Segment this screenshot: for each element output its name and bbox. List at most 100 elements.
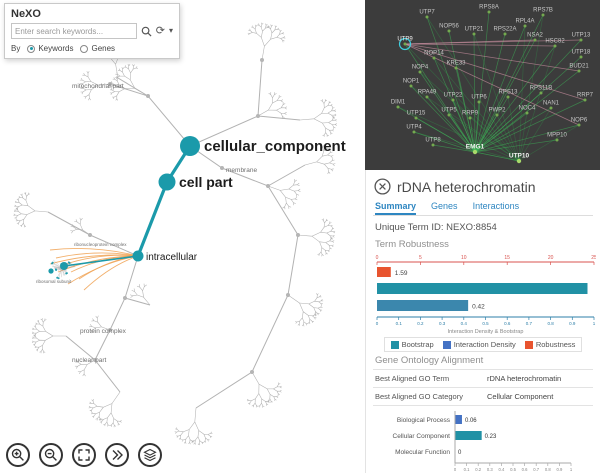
tree-branch-label: protein complex [80, 328, 127, 335]
radio-genes[interactable]: Genes [80, 44, 115, 53]
svg-text:0.2: 0.2 [417, 321, 424, 326]
svg-text:Interaction Density & Bootstra: Interaction Density & Bootstrap [448, 329, 524, 335]
svg-text:0.1: 0.1 [396, 321, 403, 326]
gene-node-NOP56[interactable] [447, 29, 451, 33]
gene-label: RPA49 [418, 90, 437, 96]
gene-label: HSC82 [545, 39, 565, 45]
legend-item-bootstrap: Bootstrap [390, 340, 434, 349]
close-icon[interactable] [374, 178, 391, 195]
gene-node-KRE33[interactable] [454, 66, 458, 70]
tree-node-cell part[interactable] [158, 173, 176, 191]
svg-text:Molecular Function: Molecular Function [395, 449, 450, 456]
gene-label: DIM1 [391, 100, 406, 106]
gene-node-UTP7[interactable] [425, 15, 429, 19]
tab-summary[interactable]: Summary [375, 201, 417, 215]
gene-node-UTP8[interactable] [431, 143, 435, 147]
tab-interactions[interactable]: Interactions [472, 201, 520, 211]
term-robustness-chart: 05101520251.590.4200.10.20.30.40.50.60.7… [376, 255, 596, 335]
svg-text:10: 10 [461, 255, 467, 261]
gene-node-UTP18[interactable] [579, 55, 583, 59]
gene-node-RPA49[interactable] [425, 95, 429, 99]
tree-branch-label: ribosomal subunit [36, 279, 72, 284]
details-tabs: Summary Genes Interactions [373, 201, 593, 216]
gene-label: UTP6 [471, 95, 487, 101]
gene-node-RPS8A[interactable] [487, 10, 491, 14]
legend-swatch [442, 340, 451, 349]
gene-node-HSC82[interactable] [553, 44, 557, 48]
gene-label: RRP7 [577, 93, 594, 99]
search-input[interactable] [11, 23, 137, 39]
gene-node-NOP1[interactable] [409, 84, 413, 88]
tree-node-cellular_component[interactable] [180, 136, 200, 156]
gene-node-UTP22[interactable] [451, 98, 455, 102]
gene-node-UTP13[interactable] [579, 38, 583, 42]
go-category-label: Best Aligned GO Category [375, 392, 463, 401]
gene-label: RPS7B [533, 8, 553, 14]
gene-node-NAN1[interactable] [549, 106, 553, 110]
gene-node-RRP7[interactable] [583, 98, 587, 102]
gene-node-RPS13[interactable] [506, 95, 510, 99]
gene-node-UTP5[interactable] [447, 113, 451, 117]
svg-text:15: 15 [504, 255, 510, 261]
zoom-in-button[interactable] [6, 443, 30, 467]
svg-text:0.5: 0.5 [510, 467, 516, 472]
gene-label: UTP21 [465, 27, 484, 33]
gene-label: RPS8A [479, 5, 499, 11]
unique-term-id: Unique Term ID: NEXO:8854 [375, 222, 591, 233]
gene-node-UTP10[interactable] [516, 158, 522, 164]
radio-keywords-label: Keywords [38, 44, 74, 53]
gene-node-RPS7B[interactable] [541, 13, 545, 17]
gene-node-NOP14[interactable] [432, 56, 436, 60]
layers-button[interactable] [138, 443, 162, 467]
gene-node-BUD21[interactable] [577, 69, 581, 73]
svg-text:0: 0 [376, 255, 379, 261]
caret-down-icon[interactable]: ▾ [168, 26, 173, 35]
radio-keywords-dot[interactable] [27, 44, 36, 53]
gene-node-UTP15[interactable] [414, 116, 418, 120]
gene-node-RPL4A[interactable] [523, 24, 527, 28]
svg-text:0.9: 0.9 [569, 321, 576, 326]
gene-node-EMG1[interactable] [472, 149, 478, 155]
svg-text:0.42: 0.42 [472, 304, 485, 311]
go-category-value: Cellular Component [487, 392, 554, 401]
gene-node-RPS11B[interactable] [539, 91, 543, 95]
fit-to-screen-button[interactable] [72, 443, 96, 467]
radio-genes-label: Genes [91, 44, 116, 53]
gene-node-RPS22A[interactable] [503, 32, 507, 36]
radio-genes-dot[interactable] [80, 44, 89, 53]
zoom-out-button[interactable] [39, 443, 63, 467]
gene-node-NOC4[interactable] [525, 111, 529, 115]
gene-label: RRP9 [462, 111, 479, 117]
gene-label: NOP6 [571, 118, 588, 124]
gene-node-UTP9[interactable] [403, 42, 407, 46]
gene-node-NSA2[interactable] [533, 38, 537, 42]
svg-text:0: 0 [458, 450, 462, 456]
svg-text:Cellular Component: Cellular Component [393, 433, 451, 440]
gene-node-UTP6[interactable] [477, 100, 481, 104]
radio-keywords[interactable]: Keywords [27, 44, 73, 53]
section-term-robustness: Term Robustness [375, 239, 449, 250]
search-icon[interactable] [141, 26, 152, 37]
gene-node-NOP4[interactable] [418, 70, 422, 74]
gene-node-UTP4[interactable] [412, 130, 416, 134]
gene-node-NOP6[interactable] [577, 123, 581, 127]
svg-text:0.6: 0.6 [504, 321, 511, 326]
gene-node-DIM1[interactable] [396, 105, 400, 109]
gene-node-UTP21[interactable] [472, 32, 476, 36]
gene-node-MPP10[interactable] [555, 138, 559, 142]
svg-text:0.06: 0.06 [465, 418, 477, 424]
by-label: By [11, 44, 21, 53]
legend-item-interaction-density: Interaction Density [442, 340, 516, 349]
gene-node-PWP2[interactable] [495, 113, 499, 117]
svg-text:0.6: 0.6 [522, 467, 528, 472]
tab-genes[interactable]: Genes [431, 201, 458, 211]
gene-node-RRP9[interactable] [468, 116, 472, 120]
reset-icon[interactable]: ⟳ [155, 24, 165, 37]
expand-all-button[interactable] [105, 443, 129, 467]
tree-node-intracellular[interactable] [132, 250, 144, 262]
